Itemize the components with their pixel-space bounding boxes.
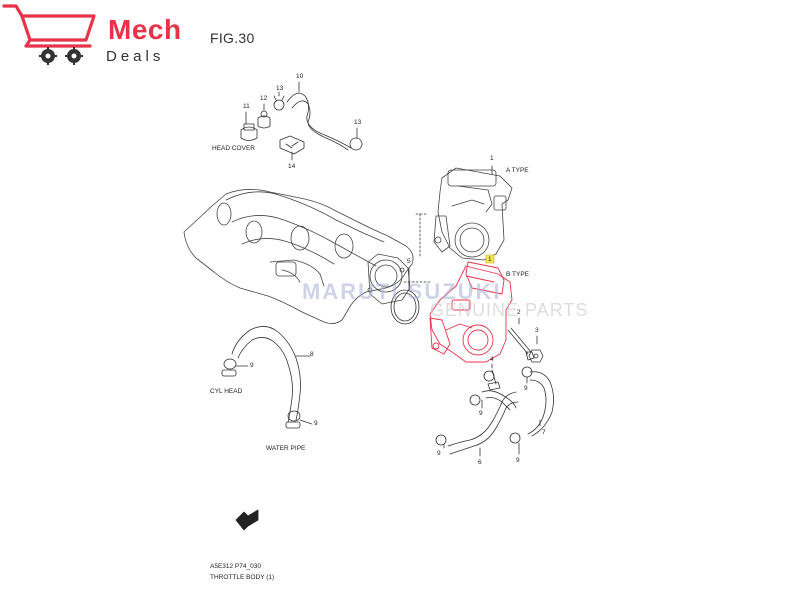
figure-title: FIG.30	[210, 30, 255, 46]
part-5-gasket	[390, 289, 420, 325]
callout-5: 5	[407, 258, 411, 265]
shopping-cart-icon	[2, 4, 96, 65]
part-9-clamp-cyl	[221, 358, 237, 377]
part-13-clamp-lower	[349, 137, 363, 151]
callout-14: 14	[288, 163, 296, 170]
part-13-clamp-upper	[273, 95, 285, 111]
callout-9-cyl: 9	[250, 362, 254, 369]
mechdeals-logo: Mech Deals	[0, 0, 200, 70]
part-9-clamp-e	[435, 434, 447, 446]
watermark-main: MARUTI SUZUKI	[302, 279, 502, 304]
throttle-body-a-type	[433, 167, 513, 261]
callout-3: 3	[535, 327, 539, 334]
callout-11: 11	[243, 103, 250, 110]
callout-2: 2	[517, 309, 521, 316]
callout-9-c: 9	[479, 410, 483, 417]
label-cyl-head: CYL HEAD	[210, 388, 243, 395]
figure-code: A5E312 P74_030	[210, 563, 261, 570]
part-7-hose	[527, 371, 554, 437]
brand-name-mech: Mech	[108, 14, 182, 45]
label-b-type: B TYPE	[506, 271, 530, 278]
part-9-clamp-b	[483, 370, 495, 382]
part-8-hose	[231, 326, 301, 423]
part-6-hose	[447, 390, 519, 455]
part-9-clamp-d	[521, 366, 533, 378]
label-water-pipe: WATER PIPE	[266, 445, 306, 452]
label-head-cover: HEAD COVER	[212, 145, 255, 152]
part-2-bolt	[507, 327, 535, 361]
callout-9-e: 9	[437, 450, 441, 457]
callout-13-lower: 13	[354, 119, 362, 126]
callout-6: 6	[478, 459, 482, 466]
brand-name-deals: Deals	[106, 48, 165, 65]
watermark-sub: GENUINE PARTS	[430, 300, 589, 320]
part-14-bracket	[279, 135, 305, 155]
callout-9-d: 9	[524, 385, 528, 392]
part-3-nut	[528, 349, 544, 363]
callout-10: 10	[296, 73, 304, 80]
part-10-hose	[286, 92, 352, 151]
callout-12: 12	[260, 95, 268, 102]
throttle-body-b-type	[429, 261, 513, 363]
callout-9-water: 9	[314, 420, 318, 427]
callout-8: 8	[310, 351, 314, 358]
part-9-clamp-c	[469, 394, 481, 406]
callout-7: 7	[542, 429, 546, 436]
figure-caption: THROTTLE BODY (1)	[210, 574, 275, 581]
part-9-clamp-water	[285, 410, 301, 429]
part-4-bolt	[487, 369, 501, 391]
part-12-elbow	[257, 110, 271, 129]
callout-4: 4	[490, 356, 494, 363]
callout-13-upper: 13	[276, 85, 284, 92]
front-direction-arrow	[235, 509, 259, 531]
callout-1-a: 1	[490, 155, 494, 162]
callout-9-f: 9	[516, 457, 520, 464]
label-a-type: A TYPE	[506, 167, 529, 174]
part-11-cap	[240, 117, 258, 141]
intake-manifold	[183, 189, 414, 324]
part-9-clamp-f	[509, 432, 521, 444]
callout-1-b: 1	[488, 256, 492, 263]
